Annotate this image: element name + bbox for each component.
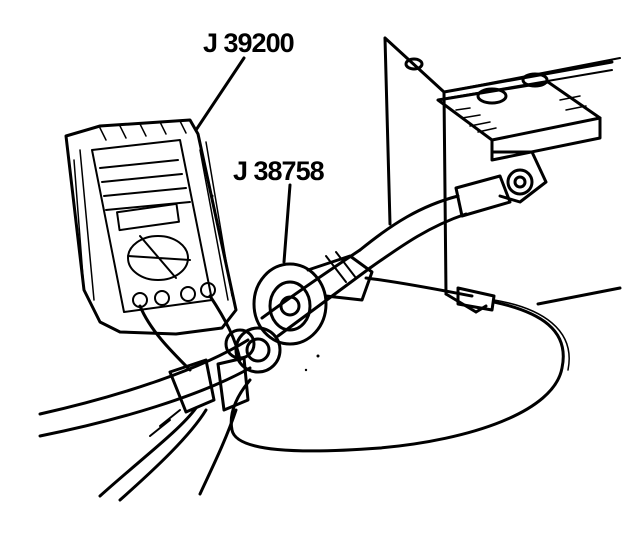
probe-1-wire: [98, 406, 198, 498]
probe-2: [216, 356, 250, 412]
battery-base-line: [536, 286, 622, 306]
terminal-bolt: [506, 168, 534, 196]
meter-display: [99, 159, 191, 232]
shading-dots: [210, 194, 320, 372]
terminal-ring: [454, 174, 512, 218]
inductive-clamp: [224, 251, 374, 374]
probe-1-tip: [149, 409, 181, 437]
clamp-leader-line: [282, 183, 292, 264]
meter-part-number-label: J 39200: [203, 28, 295, 58]
clamp-jaw-outer: [252, 262, 328, 346]
clamp-handle: [306, 254, 374, 302]
meter-jacks: [132, 282, 216, 308]
clamp-jaw-inner: [268, 280, 312, 332]
meter-leads: [98, 294, 250, 502]
battery-top-box: [436, 80, 602, 142]
meter-dial: [127, 235, 191, 281]
clamp-lead: [229, 276, 570, 453]
battery: [383, 36, 622, 314]
meter-leader-line: [194, 56, 246, 132]
battery-top-face: [490, 116, 602, 162]
clamp-part-number-label: J 38758: [233, 156, 325, 186]
clamp-handle-grip: [325, 251, 357, 283]
leader-lines: [194, 56, 292, 264]
terminal-bolt-inner: [513, 175, 527, 189]
multimeter: [64, 118, 238, 336]
probe-2-wire: [198, 408, 238, 496]
lead-black: [138, 304, 192, 372]
battery-vent-cap-2: [521, 72, 549, 88]
lead-connector: [456, 286, 496, 312]
battery-terminal: [358, 150, 548, 270]
battery-small-cap: [404, 57, 424, 71]
meter-texture: [73, 120, 233, 301]
clamp-ring-1: [234, 326, 282, 374]
main-cable: [38, 248, 372, 438]
clamp-ring-2: [245, 337, 271, 363]
battery-shading: [455, 95, 587, 133]
cable-lower-left-upper: [38, 338, 250, 416]
cable-lower-left-lower: [38, 366, 252, 438]
terminal-bracket: [490, 150, 548, 204]
probe-1: [168, 358, 216, 414]
probe-1-wire-b: [118, 408, 208, 502]
lead-red: [208, 294, 242, 362]
battery-vent-cap: [476, 87, 508, 105]
terminal-cable: [358, 194, 468, 270]
battery-top-edge: [443, 57, 621, 99]
clamp-hub: [279, 295, 301, 317]
